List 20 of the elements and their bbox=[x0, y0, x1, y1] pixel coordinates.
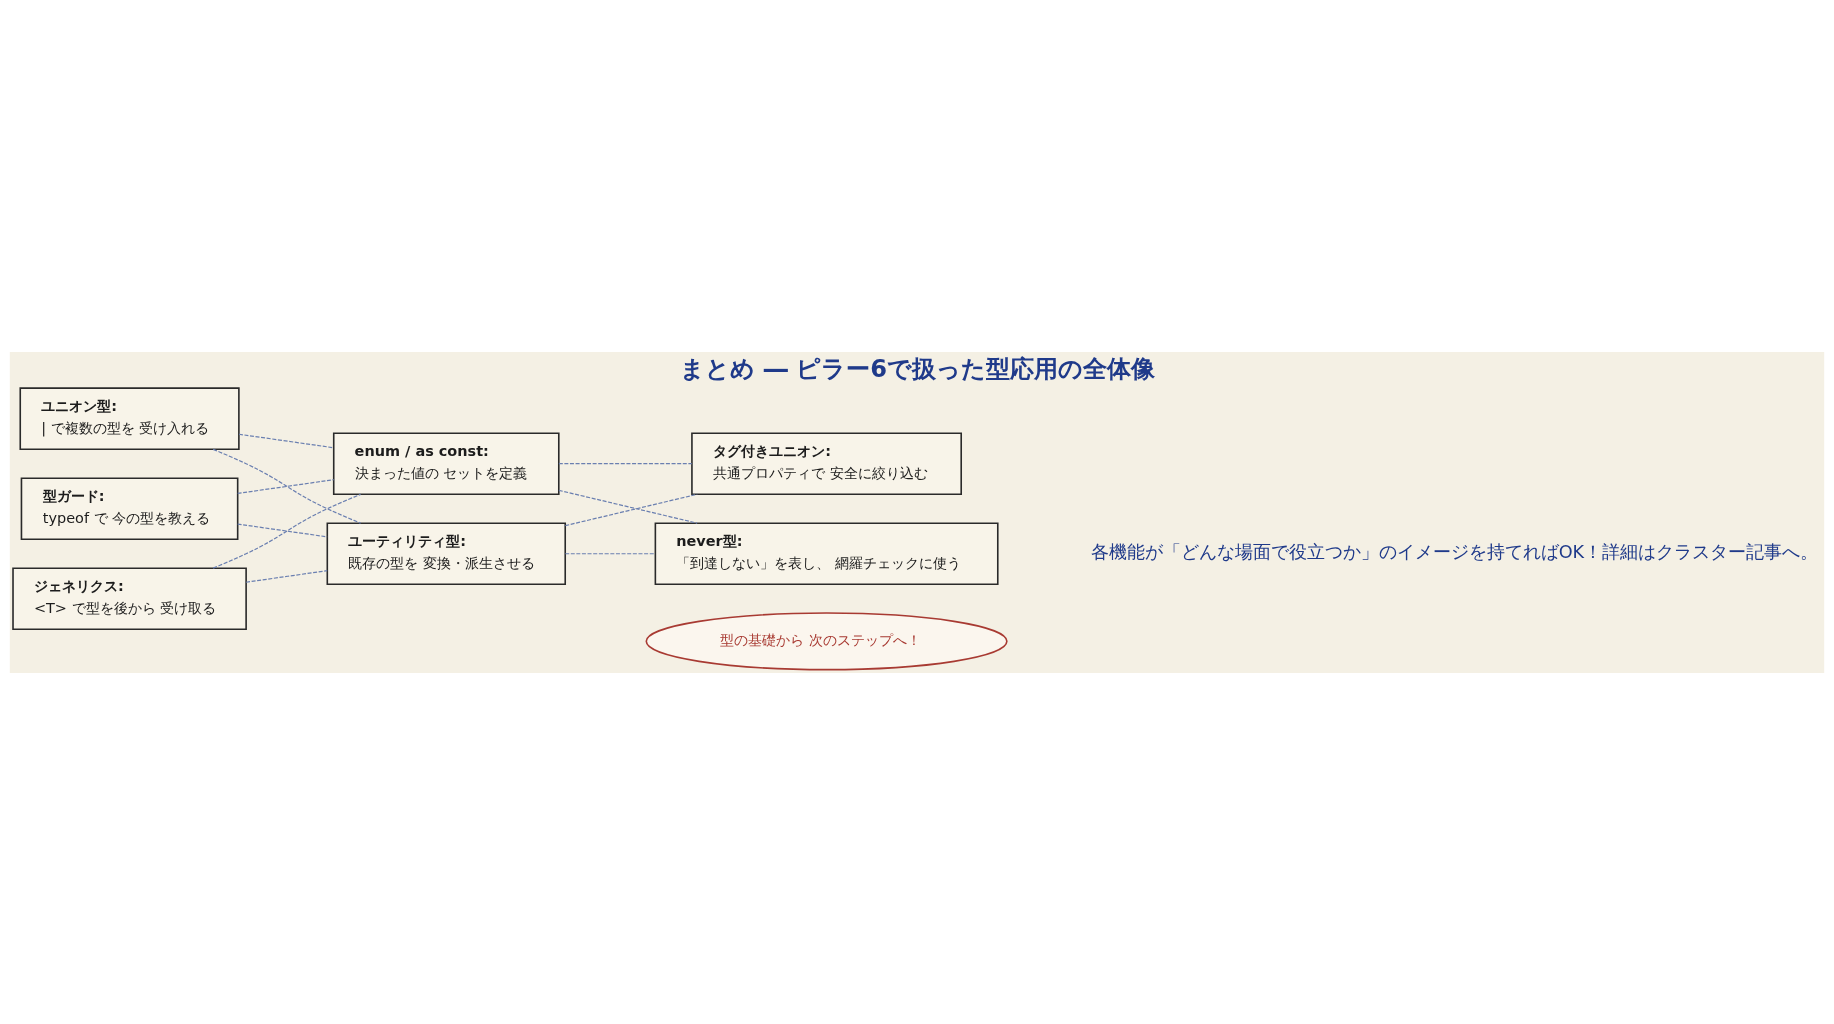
connector bbox=[245, 569, 328, 583]
node-box: ユーティリティ型: 既存の型を 変換・派生させる bbox=[326, 521, 567, 585]
node-box: 型ガード: typeof で 今の型を教える bbox=[20, 476, 239, 540]
node-ellipse: 型の基礎から 次のステップへ！ bbox=[645, 611, 1008, 670]
node-box: never型: 「到達しない」を表し、 網羅チェックに使う bbox=[654, 521, 999, 585]
connector bbox=[558, 489, 698, 524]
connector bbox=[212, 493, 362, 569]
connector bbox=[237, 522, 328, 537]
connector bbox=[237, 478, 335, 494]
connector bbox=[564, 552, 656, 554]
connector bbox=[558, 462, 693, 464]
node-box: enum / as const: 決まった値の セットを定義 bbox=[332, 431, 560, 495]
node-box: タグ付きユニオン: 共通プロパティで 安全に絞り込む bbox=[691, 431, 962, 495]
connector bbox=[212, 448, 362, 524]
connector bbox=[238, 433, 335, 448]
diagram-title: まとめ ― ピラー6で扱った型応用の全体像 bbox=[680, 354, 1155, 383]
connector bbox=[564, 493, 698, 526]
node-box: ユニオン型: | で複数の型を 受け入れる bbox=[19, 386, 240, 450]
node-box: ジェネリクス: <T> で型を後から 受け取る bbox=[12, 566, 247, 630]
caption: 各機能が「どんな場面で役立つか」のイメージを持てればOK！詳細はクラスター記事へ。 bbox=[1090, 541, 1819, 562]
